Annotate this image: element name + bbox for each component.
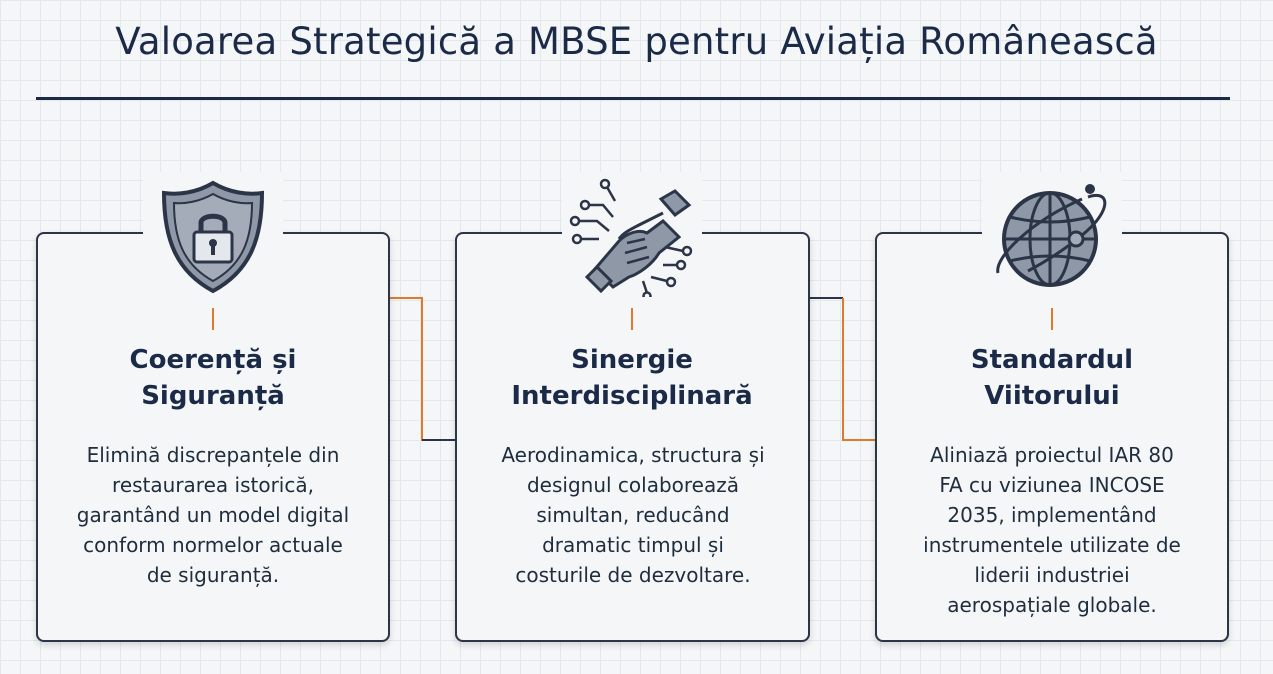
shield-lock-icon (143, 172, 283, 302)
description-line: instrumentele utilizate de (923, 533, 1181, 557)
description-line: 2035, implementând (947, 503, 1157, 527)
card-title-line: Coerență și (129, 345, 297, 375)
accent-tick (631, 308, 633, 330)
description-line: costurile de dezvoltare. (515, 563, 751, 587)
connector-2-3-orange (842, 298, 875, 441)
description-line: FA cu viziunea INCOSE (939, 473, 1165, 497)
description-line: de siguranță. (146, 563, 280, 587)
description-line: simultan, reducând (536, 503, 730, 527)
card-title-line: Standardul (970, 345, 1134, 375)
card-title-line: Viitorului (984, 381, 1120, 411)
description-line: Aliniază proiectul IAR 80 (930, 443, 1174, 467)
handshake-network-icon (562, 172, 702, 302)
card-title-line: Interdisciplinară (511, 381, 753, 411)
card-title-standard: Standardul Viitorului (875, 342, 1229, 414)
card-title-line: Siguranță (141, 381, 285, 411)
description-line: Elimină discrepanțele din (86, 443, 340, 467)
accent-tick (212, 308, 214, 330)
description-line: restaurarea istorică, (112, 473, 314, 497)
description-line: designul colaborează (526, 473, 739, 497)
connector-1-2-orange (390, 297, 455, 441)
description-line: aerospațiale globale. (947, 593, 1157, 617)
page-title: Valoarea Strategică a MBSE pentru Aviați… (115, 20, 1158, 63)
card-title-line: Sinergie (571, 345, 693, 375)
card-description-coherence: Elimină discrepanțele din restaurarea is… (63, 440, 363, 590)
description-line: dramatic timpul și (542, 533, 724, 557)
card-description-synergy: Aerodinamica, structura și designul cola… (482, 440, 784, 590)
description-line: garantând un model digital (76, 503, 350, 527)
card-title-coherence: Coerență și Siguranță (36, 342, 390, 414)
title-divider (36, 97, 1230, 100)
globe-orbit-icon (982, 172, 1122, 302)
card-description-standard: Aliniază proiectul IAR 80 FA cu viziunea… (902, 440, 1202, 620)
card-title-synergy: Sinergie Interdisciplinară (455, 342, 809, 414)
description-line: conform normelor actuale (83, 533, 343, 557)
accent-tick (1051, 308, 1053, 330)
description-line: Aerodinamica, structura și (501, 443, 765, 467)
description-line: liderii industriei (974, 563, 1130, 587)
